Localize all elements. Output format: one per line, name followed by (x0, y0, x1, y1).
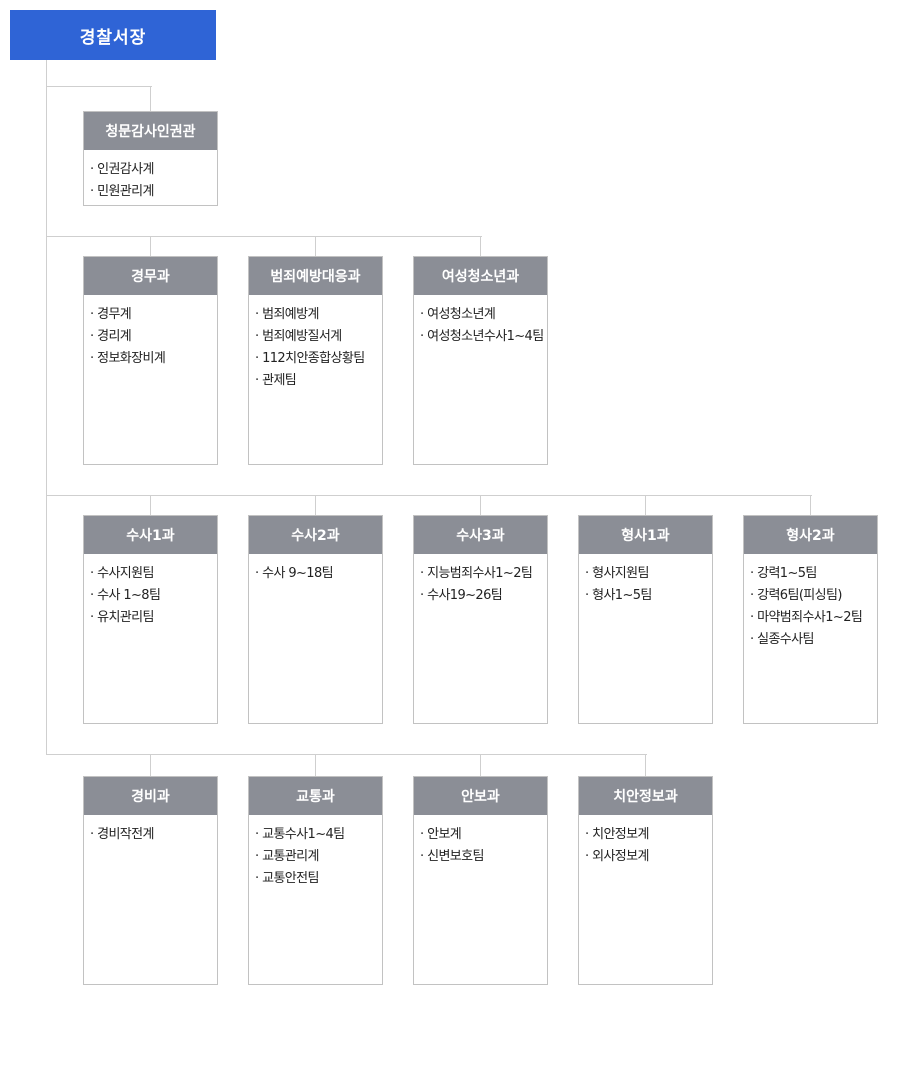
team-list: 수사지원팀수사 1~8팀유치관리팀 (84, 554, 217, 629)
connector-drop (150, 495, 151, 515)
team-item: 안보계 (420, 824, 547, 846)
team-list: 형사지원팀형사1~5팀 (579, 554, 712, 607)
connector-drop (150, 86, 151, 111)
team-item: 관제팀 (255, 370, 382, 392)
dept-box-women-youth: 여성청소년과여성청소년계여성청소년수사1~4팀 (413, 256, 548, 465)
team-item: 실종수사팀 (750, 629, 877, 651)
team-list: 안보계신변보호팀 (414, 815, 547, 868)
team-item: 여성청소년수사1~4팀 (420, 326, 547, 348)
connector-row-line (46, 236, 482, 237)
connector-drop (150, 754, 151, 776)
team-item: 신변보호팀 (420, 846, 547, 868)
team-item: 형사1~5팀 (585, 585, 712, 607)
police-chief-label: 경찰서장 (79, 27, 147, 48)
dept-title: 치안정보과 (579, 777, 712, 815)
connector-drop (480, 754, 481, 776)
team-list: 범죄예방계범죄예방질서계112치안종합상황팀관제팀 (249, 295, 382, 392)
team-item: 경무계 (90, 304, 217, 326)
team-item: 강력1~5팀 (750, 563, 877, 585)
team-list: 강력1~5팀강력6팀(피싱팀)마약범죄수사1~2팀실종수사팀 (744, 554, 877, 651)
dept-title: 수사1과 (84, 516, 217, 554)
connector-drop (315, 495, 316, 515)
dept-box-investigation3: 수사3과지능범죄수사1~2팀수사19~26팀 (413, 515, 548, 724)
team-item: 강력6팀(피싱팀) (750, 585, 877, 607)
team-item: 민원관리계 (90, 181, 217, 203)
dept-title: 교통과 (249, 777, 382, 815)
team-item: 수사 9~18팀 (255, 563, 382, 585)
dept-box-cheongmun: 청문감사인권관인권감사계민원관리계 (83, 111, 218, 206)
dept-box-public-safety-info: 치안정보과치안정보계외사정보계 (578, 776, 713, 985)
team-item: 수사19~26팀 (420, 585, 547, 607)
dept-title: 여성청소년과 (414, 257, 547, 295)
team-item: 치안정보계 (585, 824, 712, 846)
team-list: 인권감사계민원관리계 (84, 150, 217, 203)
dept-box-criminal1: 형사1과형사지원팀형사1~5팀 (578, 515, 713, 724)
team-item: 범죄예방계 (255, 304, 382, 326)
dept-box-traffic: 교통과교통수사1~4팀교통관리계교통안전팀 (248, 776, 383, 985)
dept-title: 경비과 (84, 777, 217, 815)
team-list: 지능범죄수사1~2팀수사19~26팀 (414, 554, 547, 607)
connector-spine (46, 60, 47, 755)
connector-row-line (46, 754, 647, 755)
team-item: 경비작전계 (90, 824, 217, 846)
team-item: 유치관리팀 (90, 607, 217, 629)
dept-title: 안보과 (414, 777, 547, 815)
team-list: 경비작전계 (84, 815, 217, 846)
team-item: 지능범죄수사1~2팀 (420, 563, 547, 585)
team-item: 교통수사1~4팀 (255, 824, 382, 846)
dept-title: 범죄예방대응과 (249, 257, 382, 295)
team-item: 인권감사계 (90, 159, 217, 181)
connector-drop (315, 236, 316, 256)
team-item: 112치안종합상황팀 (255, 348, 382, 370)
team-item: 여성청소년계 (420, 304, 547, 326)
connector-drop (645, 495, 646, 515)
connector-row-line (46, 495, 812, 496)
team-list: 치안정보계외사정보계 (579, 815, 712, 868)
dept-title: 수사2과 (249, 516, 382, 554)
connector-drop (150, 236, 151, 256)
team-item: 교통관리계 (255, 846, 382, 868)
connector-drop (645, 754, 646, 776)
team-item: 교통안전팀 (255, 868, 382, 890)
dept-box-security: 경비과경비작전계 (83, 776, 218, 985)
team-item: 정보화장비계 (90, 348, 217, 370)
dept-box-national-security: 안보과안보계신변보호팀 (413, 776, 548, 985)
team-item: 형사지원팀 (585, 563, 712, 585)
team-list: 여성청소년계여성청소년수사1~4팀 (414, 295, 547, 348)
dept-title: 수사3과 (414, 516, 547, 554)
connector-drop (810, 495, 811, 515)
team-item: 외사정보계 (585, 846, 712, 868)
dept-title: 형사2과 (744, 516, 877, 554)
dept-box-criminal2: 형사2과강력1~5팀강력6팀(피싱팀)마약범죄수사1~2팀실종수사팀 (743, 515, 878, 724)
connector-drop (480, 495, 481, 515)
team-item: 수사 1~8팀 (90, 585, 217, 607)
team-list: 교통수사1~4팀교통관리계교통안전팀 (249, 815, 382, 890)
dept-title: 형사1과 (579, 516, 712, 554)
team-item: 마약범죄수사1~2팀 (750, 607, 877, 629)
dept-box-crime-prevention: 범죄예방대응과범죄예방계범죄예방질서계112치안종합상황팀관제팀 (248, 256, 383, 465)
police-chief-box: 경찰서장 (10, 10, 216, 60)
dept-box-gyeongmu: 경무과경무계경리계정보화장비계 (83, 256, 218, 465)
dept-title: 청문감사인권관 (84, 112, 217, 150)
connector-drop (315, 754, 316, 776)
team-item: 범죄예방질서계 (255, 326, 382, 348)
dept-title: 경무과 (84, 257, 217, 295)
team-item: 수사지원팀 (90, 563, 217, 585)
connector-row-line (46, 86, 152, 87)
dept-box-investigation1: 수사1과수사지원팀수사 1~8팀유치관리팀 (83, 515, 218, 724)
connector-drop (480, 236, 481, 256)
team-list: 수사 9~18팀 (249, 554, 382, 585)
team-list: 경무계경리계정보화장비계 (84, 295, 217, 370)
team-item: 경리계 (90, 326, 217, 348)
dept-box-investigation2: 수사2과수사 9~18팀 (248, 515, 383, 724)
